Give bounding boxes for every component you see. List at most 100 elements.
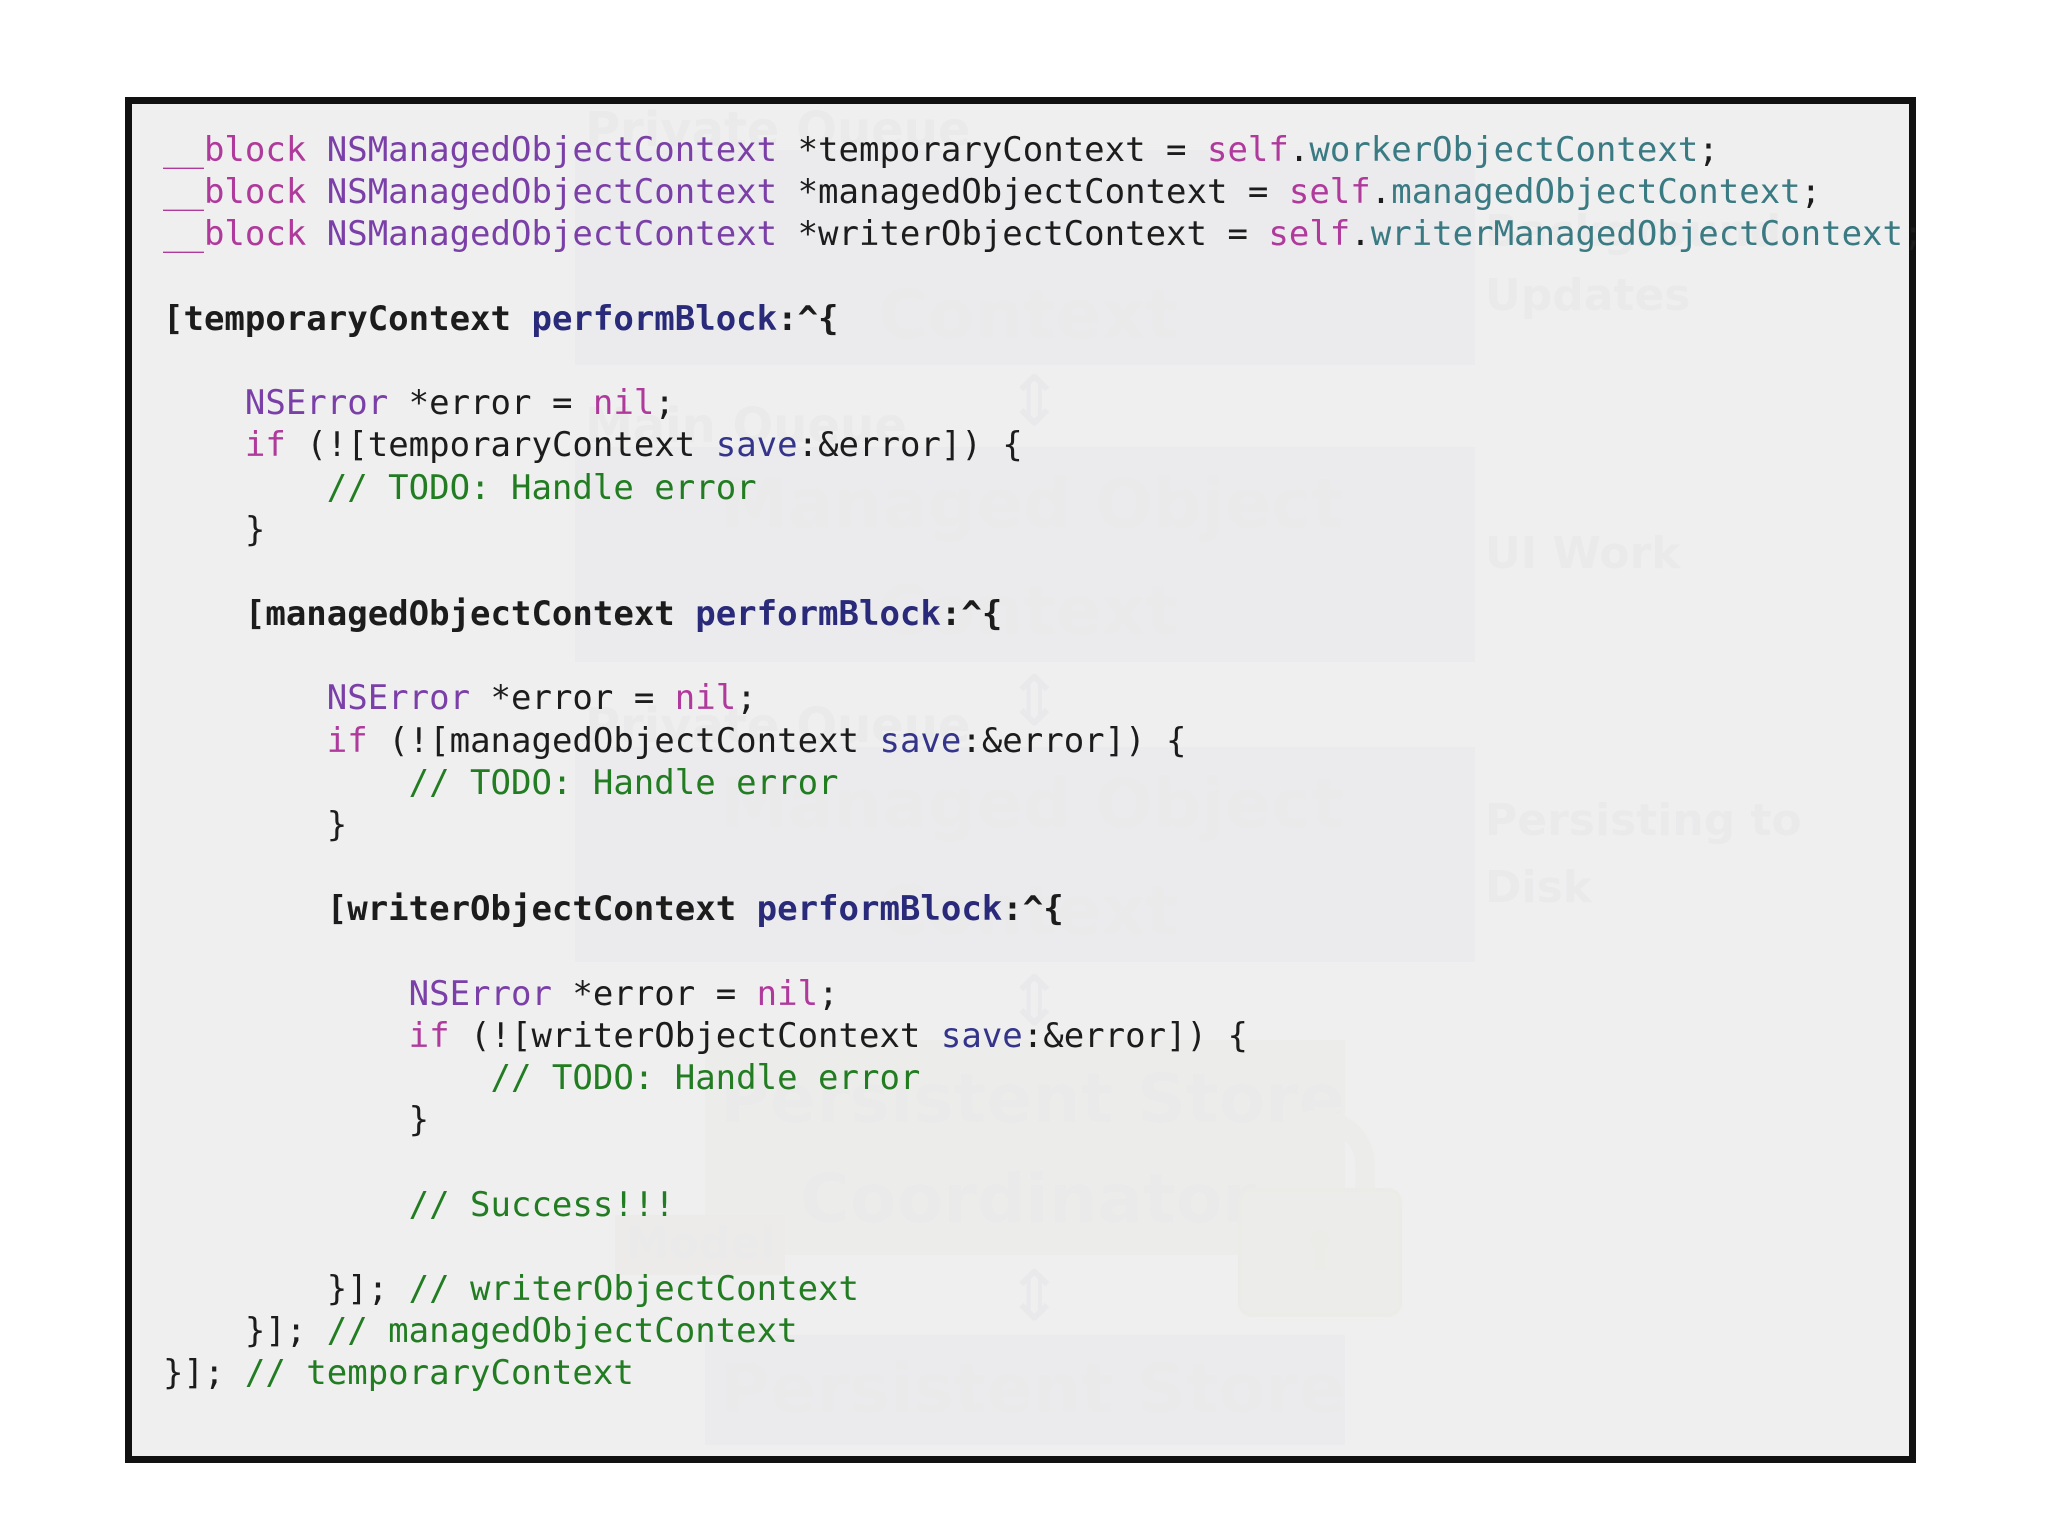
code-token: :^{ xyxy=(940,594,1003,635)
code-token: }]; xyxy=(163,1269,409,1310)
code-token: . xyxy=(1370,172,1392,213)
code-token: if xyxy=(244,425,286,466)
code-token: . xyxy=(1350,214,1371,255)
code-line xyxy=(163,340,1923,382)
code-line xyxy=(163,635,1923,677)
code-line: NSError *error = nil; xyxy=(163,382,1923,424)
code-block: __block NSManagedObjectContext *temporar… xyxy=(163,129,1923,1395)
code-token xyxy=(163,383,245,423)
code-token: [temporaryContext xyxy=(163,298,532,339)
code-line: [temporaryContext performBlock:^{ xyxy=(163,298,1923,340)
code-token xyxy=(163,468,327,508)
code-token: // writerObjectContext xyxy=(408,1269,859,1310)
code-token: . xyxy=(1288,130,1310,170)
code-line: // TODO: Handle error xyxy=(163,467,1923,509)
code-token: :&error]) { xyxy=(961,720,1187,761)
code-token: NSManagedObjectContext xyxy=(326,172,778,213)
code-token xyxy=(163,889,327,929)
code-token: // Success!!! xyxy=(408,1184,675,1225)
code-token: *error = xyxy=(551,973,757,1014)
code-token: } xyxy=(163,1100,430,1141)
code-token: [writerObjectContext xyxy=(326,889,757,930)
code-line: // Success!!! xyxy=(163,1184,1923,1226)
code-line: }]; // writerObjectContext xyxy=(163,1268,1923,1310)
code-token: save xyxy=(940,1015,1023,1056)
code-token: *temporaryContext = xyxy=(777,130,1207,170)
code-line: }]; // temporaryContext xyxy=(163,1352,1923,1394)
code-token: ; xyxy=(654,383,675,424)
code-line: [managedObjectContext performBlock:^{ xyxy=(163,593,1923,635)
code-token: :^{ xyxy=(1002,889,1064,930)
code-token: managedObjectContext xyxy=(1391,172,1801,213)
code-token: // TODO: Handle error xyxy=(408,762,839,803)
code-token: (![managedObjectContext xyxy=(367,720,880,761)
code-token: if xyxy=(326,720,368,761)
code-token: NSManagedObjectContext xyxy=(326,130,778,170)
code-token: save xyxy=(715,425,798,466)
code-line: }]; // managedObjectContext xyxy=(163,1310,1923,1352)
code-line: if (![temporaryContext save:&error]) { xyxy=(163,424,1923,466)
code-line: if (![managedObjectContext save:&error])… xyxy=(163,720,1923,762)
code-token: ; xyxy=(736,678,757,719)
code-token: save xyxy=(879,720,962,761)
code-token: :&error]) { xyxy=(797,425,1023,466)
code-token: performBlock xyxy=(695,594,941,635)
code-token xyxy=(163,594,245,634)
code-token: (![temporaryContext xyxy=(285,425,716,466)
code-token: __block xyxy=(163,130,327,170)
code-line: // TODO: Handle error xyxy=(163,762,1923,804)
code-line: __block NSManagedObjectContext *managedO… xyxy=(163,171,1923,213)
code-token: ; xyxy=(818,973,839,1014)
code-token: ; xyxy=(1698,130,1719,170)
code-token xyxy=(163,974,409,1014)
code-token: __block xyxy=(163,214,327,255)
code-token: self xyxy=(1288,172,1371,213)
code-token: // temporaryContext xyxy=(244,1353,634,1394)
code-token: self xyxy=(1206,130,1289,170)
code-token xyxy=(163,763,409,803)
code-line: if (![writerObjectContext save:&error]) … xyxy=(163,1015,1923,1057)
code-token: *managedObjectContext = xyxy=(777,172,1289,213)
code-line: } xyxy=(163,804,1923,846)
code-line: NSError *error = nil; xyxy=(163,677,1923,719)
code-line xyxy=(163,846,1923,888)
code-line xyxy=(163,256,1923,298)
code-token: // TODO: Handle error xyxy=(490,1058,921,1099)
code-token: nil xyxy=(756,973,819,1014)
code-token: nil xyxy=(592,383,655,424)
code-token: }]; xyxy=(163,1353,245,1394)
code-token: *error = xyxy=(388,383,593,424)
code-token: ; xyxy=(1800,172,1822,213)
code-line xyxy=(163,551,1923,593)
code-token: ; xyxy=(1902,214,1924,255)
code-token: // managedObjectContext xyxy=(326,1311,798,1352)
code-token xyxy=(163,1058,491,1098)
code-line xyxy=(163,931,1923,973)
code-token: [managedObjectContext xyxy=(244,594,696,635)
code-token: :^{ xyxy=(777,298,839,339)
code-line: __block NSManagedObjectContext *writerOb… xyxy=(163,213,1923,255)
code-token xyxy=(163,425,245,465)
code-token: *writerObjectContext = xyxy=(777,214,1269,255)
code-token: NSError xyxy=(408,973,552,1014)
code-token: (![writerObjectContext xyxy=(449,1015,941,1056)
code-line: } xyxy=(163,509,1923,551)
code-token xyxy=(163,1016,409,1056)
code-token: // TODO: Handle error xyxy=(326,467,757,508)
code-line xyxy=(163,1142,1923,1184)
code-line: NSError *error = nil; xyxy=(163,973,1923,1015)
code-panel: __block NSManagedObjectContext *temporar… xyxy=(125,97,1923,1463)
code-token: if xyxy=(408,1015,450,1056)
code-token: :&error]) { xyxy=(1022,1015,1248,1056)
code-line: __block NSManagedObjectContext *temporar… xyxy=(163,129,1923,171)
code-token xyxy=(163,678,327,718)
code-token: nil xyxy=(674,678,737,719)
code-token: }]; xyxy=(163,1311,327,1352)
code-line xyxy=(163,1226,1923,1268)
code-token: self xyxy=(1268,214,1351,255)
code-line: // TODO: Handle error xyxy=(163,1057,1923,1099)
code-token: NSError xyxy=(244,383,389,424)
code-token: } xyxy=(163,805,348,845)
code-line: [writerObjectContext performBlock:^{ xyxy=(163,888,1923,930)
